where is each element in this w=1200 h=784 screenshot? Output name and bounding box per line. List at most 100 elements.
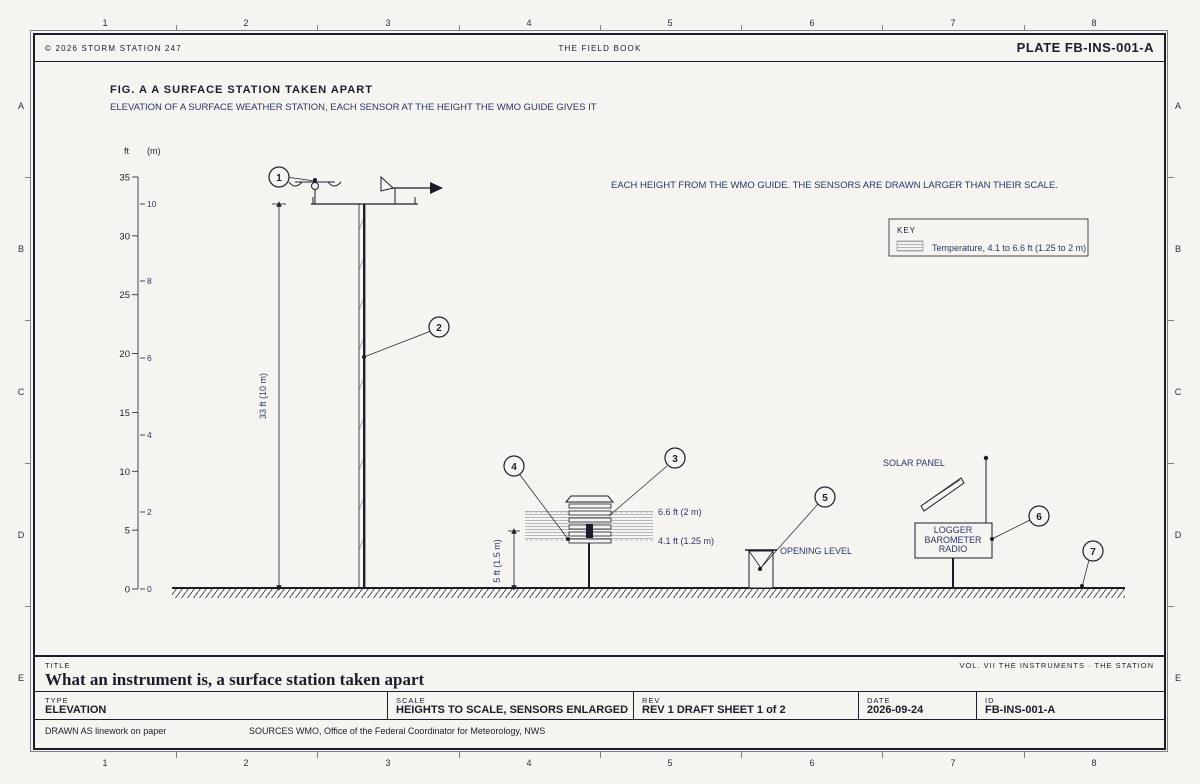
- drawn-note: DRAWN AS linework on paper: [45, 726, 167, 736]
- axis-m-label: (m): [147, 146, 161, 156]
- grid-col-bottom-4: 4: [526, 758, 532, 768]
- key-entry-temperature: Temperature, 4.1 to 6.6 ft (1.25 to 2 m): [932, 243, 1086, 253]
- scale-note: EACH HEIGHT FROM THE WMO GUIDE. THE SENS…: [611, 180, 1058, 191]
- callout-3: 3: [664, 447, 686, 469]
- anemometer-icon: [288, 178, 342, 204]
- grid-row-left-D: D: [17, 530, 25, 540]
- grid-row-right-B: B: [1174, 244, 1181, 254]
- callout-2: 2: [428, 316, 450, 338]
- gauge-opening-label: OPENING LEVEL: [780, 546, 852, 556]
- svg-text:7: 7: [1090, 547, 1096, 558]
- ground-hatch: [172, 588, 1125, 598]
- rev-label: REV: [642, 696, 661, 705]
- solar-panel-icon: [920, 477, 965, 512]
- plate-id: PLATE FB-INS-001-A: [1016, 40, 1154, 55]
- grid-row-right-A: A: [1174, 101, 1181, 111]
- grid-row-left-E: E: [17, 673, 24, 683]
- sheet-inner-frame: [33, 33, 1166, 750]
- callout-4: 4: [503, 455, 525, 477]
- callout-6: 6: [1028, 505, 1050, 527]
- date-value: 2026-09-24: [867, 704, 924, 716]
- logger-line-1: LOGGER: [934, 525, 973, 535]
- book-name: THE FIELD BOOK: [558, 44, 642, 53]
- type-label: TYPE: [45, 696, 69, 705]
- svg-text:3: 3: [672, 454, 678, 465]
- svg-text:1: 1: [276, 173, 282, 184]
- callout-7: 7: [1082, 540, 1104, 562]
- m-tick-label-8: 8: [147, 276, 152, 286]
- grid-col-bottom-7: 7: [950, 758, 956, 768]
- type-value: ELEVATION: [45, 704, 107, 716]
- grid-col-bottom-1: 1: [102, 758, 108, 768]
- id-label: ID: [985, 696, 995, 705]
- ft-tick-label-15: 15: [119, 408, 130, 419]
- grid-col-bottom-8: 8: [1091, 758, 1097, 768]
- svg-text:6: 6: [1036, 512, 1042, 523]
- sheet-title: What an instrument is, a surface station…: [45, 670, 425, 689]
- grid-col-top-7: 7: [950, 18, 956, 28]
- screen-dimension-text: 5 ft (1.5 m): [492, 539, 502, 583]
- title-block-top-rule: [35, 655, 1164, 657]
- grid-col-bottom-2: 2: [243, 758, 249, 768]
- ft-tick-label-25: 25: [119, 290, 130, 301]
- title-block-bottom-rule: [35, 719, 1164, 720]
- grid-col-top-1: 1: [102, 18, 108, 28]
- grid-row-right-C: C: [1174, 387, 1182, 397]
- grid-col-top-8: 8: [1091, 18, 1097, 28]
- m-tick-label-6: 6: [147, 353, 152, 363]
- grid-row-left-A: A: [17, 101, 24, 111]
- sources-note: SOURCES WMO, Office of the Federal Coord…: [249, 726, 546, 736]
- m-tick-label-2: 2: [147, 507, 152, 517]
- title-label: TITLE: [45, 661, 71, 670]
- scale-label: SCALE: [396, 696, 426, 705]
- ft-tick-label-5: 5: [125, 526, 130, 537]
- grid-col-bottom-5: 5: [667, 758, 673, 768]
- date-label: DATE: [867, 696, 891, 705]
- ft-tick-label-35: 35: [119, 173, 130, 184]
- axis-ft-label: ft: [124, 146, 130, 156]
- header-rule: [35, 61, 1164, 62]
- temp-upper-label: 6.6 ft (2 m): [658, 507, 702, 517]
- temp-lower-label: 4.1 ft (1.25 m): [658, 536, 714, 546]
- ft-tick-label-30: 30: [119, 231, 130, 242]
- svg-text:4: 4: [511, 462, 517, 473]
- ft-tick-label-0: 0: [125, 585, 130, 596]
- figure-title: FIG. A A SURFACE STATION TAKEN APART: [110, 84, 373, 96]
- ft-tick-label-20: 20: [119, 349, 130, 360]
- title-block-mid-rule: [35, 691, 1164, 692]
- key-title: KEY: [897, 226, 916, 235]
- volume-label: VOL. VII THE INSTRUMENTS · THE STATION: [959, 661, 1154, 670]
- wind-vane-icon: [380, 175, 443, 204]
- grid-col-bottom-6: 6: [809, 758, 815, 768]
- grid-col-top-4: 4: [526, 18, 532, 28]
- callout-5: 5: [814, 486, 836, 508]
- grid-row-left-C: C: [17, 387, 25, 397]
- copyright-text: © 2026 STORM STATION 247: [45, 44, 182, 53]
- svg-text:2: 2: [436, 323, 442, 334]
- grid-row-left-B: B: [17, 244, 24, 254]
- grid-col-bottom-3: 3: [385, 758, 391, 768]
- rev-value: REV 1 DRAFT SHEET 1 of 2: [642, 704, 786, 716]
- radiation-shield-icon: [564, 495, 615, 588]
- ground-rod-marker: [1080, 584, 1084, 588]
- logger-line-2: BAROMETER: [924, 535, 982, 545]
- logger-enclosure: [914, 522, 993, 559]
- grid-row-right-E: E: [1174, 673, 1181, 683]
- mast-dimension-text: 33 ft (10 m): [258, 373, 268, 419]
- id-value: FB-INS-001-A: [985, 704, 1056, 716]
- grid-row-right-D: D: [1174, 530, 1182, 540]
- solar-panel-label: SOLAR PANEL: [883, 458, 945, 468]
- scale-value: HEIGHTS TO SCALE, SENSORS ENLARGED: [396, 704, 629, 716]
- grid-col-top-3: 3: [385, 18, 391, 28]
- sheet-outer-frame: [30, 30, 1168, 752]
- grid-col-top-6: 6: [809, 18, 815, 28]
- grid-col-top-2: 2: [243, 18, 249, 28]
- key-swatch-temperature: [896, 240, 924, 252]
- figure-subtitle: ELEVATION OF A SURFACE WEATHER STATION, …: [110, 102, 597, 113]
- ft-tick-label-10: 10: [119, 467, 130, 478]
- grid-col-top-5: 5: [667, 18, 673, 28]
- callout-1: 1: [268, 166, 290, 188]
- m-tick-label-0: 0: [147, 584, 152, 594]
- m-tick-label-10: 10: [147, 199, 157, 209]
